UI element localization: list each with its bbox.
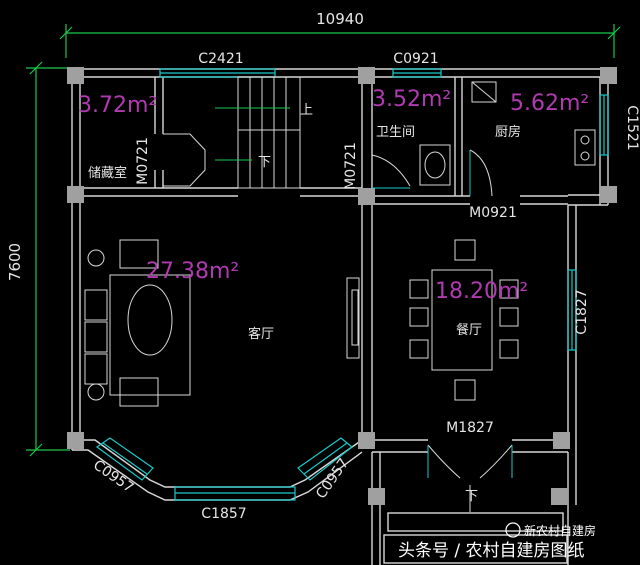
kitchen-fixtures [471,81,596,166]
overall-width-dimension: 10940 [316,10,364,28]
window-label-bottom: C1857 [201,506,246,522]
dining-set [409,239,519,401]
room-name-bathroom: 卫生间 [376,125,415,140]
room-name-kitchen: 厨房 [495,124,521,140]
door-label-entrance: M1827 [446,420,494,436]
watermark: 新农村自建房 头条号 / 农村自建房图纸 [398,522,596,561]
door-label-storage: M0721 [135,137,151,185]
room-name-living: 客厅 [248,326,274,342]
area-storage: 3.72m² [78,93,157,118]
stair-down-label: 下 [258,155,271,170]
area-dining: 18.20m² [435,279,528,304]
area-living: 27.38m² [146,259,239,284]
room-name-storage: 储藏室 [88,165,127,181]
stair [215,76,301,189]
watermark-account: 新农村自建房 [524,523,596,538]
window-label-bay-left: C0957 [90,457,136,496]
window-label-kitchen: C1521 [624,105,640,150]
door-label-bathroom: M0721 [343,142,359,190]
area-kitchen: 5.62m² [510,91,589,116]
dimension-lines [26,24,621,457]
stair-up-label: 上 [300,103,313,118]
bathroom-fixtures [419,144,451,186]
window-label-top-right: C0921 [393,51,438,67]
watermark-source: 头条号 / 农村自建房图纸 [398,541,585,561]
window-label-dining: C1827 [574,289,590,334]
window-label-top-left: C2421 [198,51,243,67]
area-bathroom: 3.52m² [372,87,451,112]
tv-cabinet [346,277,360,359]
door-label-kitchen: M0921 [469,205,517,221]
doors [163,133,513,479]
windows [95,68,609,501]
room-name-dining: 餐厅 [456,322,482,338]
overall-depth-dimension: 7600 [6,243,24,281]
porch-down-label: 下 [465,489,478,504]
sofa-set [84,239,191,407]
columns [67,67,617,505]
walls [71,68,609,565]
